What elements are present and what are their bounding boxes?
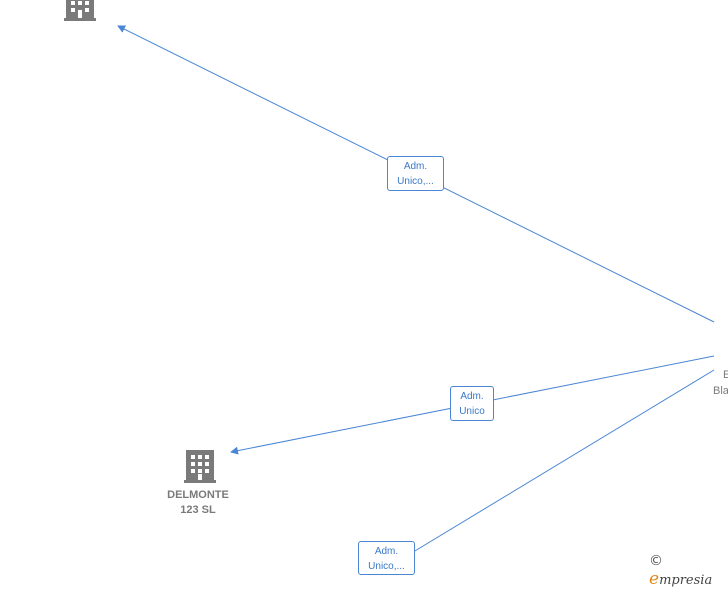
building-icon[interactable] <box>64 0 96 21</box>
edge-label-line2: Unico,... <box>397 176 434 187</box>
brand-initial: e <box>649 569 660 589</box>
edge-label[interactable]: Adm. Unico <box>450 386 494 421</box>
company-name[interactable]: DELMONTE 123 SL <box>158 488 238 518</box>
edge-label-line1: Adm. <box>460 391 484 402</box>
edge-label-line2: Unico <box>459 406 485 417</box>
person-name[interactable]: E Bla <box>713 367 728 399</box>
edge-label[interactable]: Adm. Unico,... <box>358 541 415 575</box>
person-name-line2: Bla <box>713 385 728 397</box>
brand-name: mpresia <box>659 573 713 588</box>
brand-logo: © empresia <box>649 553 728 589</box>
relationship-graph <box>64 0 715 561</box>
copyright-icon: © <box>649 553 663 569</box>
edge-label-line2: Unico,... <box>368 561 405 572</box>
edge-label-line1: Adm. <box>403 161 428 172</box>
edge-label[interactable]: Adm. Unico,... <box>387 156 444 191</box>
company-name-line2: 123 SL <box>180 504 216 516</box>
person-name-line1: E <box>723 369 728 381</box>
edge-label-line1: Adm. <box>374 546 399 557</box>
edge-line-bottom-company <box>399 369 715 561</box>
company-name-line1: DELMONTE <box>167 489 229 501</box>
building-icon[interactable] <box>184 450 216 483</box>
